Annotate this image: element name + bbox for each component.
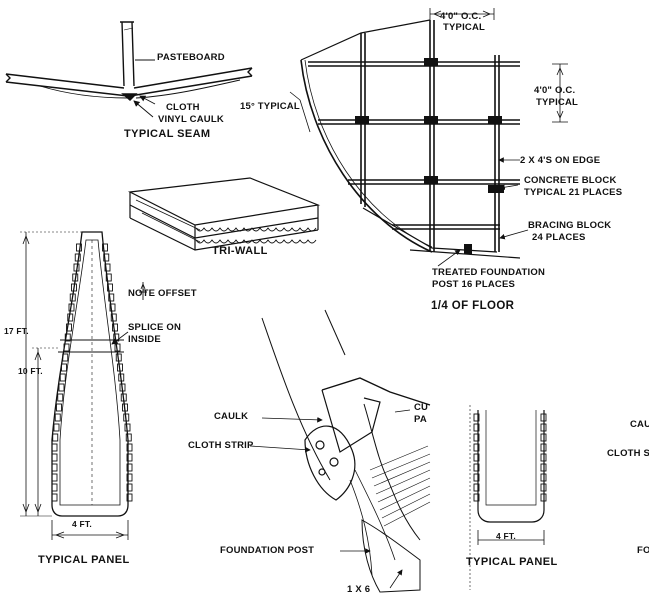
angle-label: 15° TYPICAL: [240, 101, 300, 112]
tri-wall-caption: TRI-WALL: [212, 245, 268, 257]
cut-label-line1: CU: [414, 402, 429, 413]
panel-copy-edge-teeth: [473, 413, 547, 502]
tri-wall-drawing: [127, 177, 321, 251]
panel-height-lower: 10 FT.: [18, 366, 43, 376]
oc-right-line2: TYPICAL: [536, 97, 579, 108]
splice-label-line2: INSIDE: [128, 334, 161, 345]
oc-top-line2: TYPICAL: [443, 22, 486, 33]
panel-edge-teeth: [51, 243, 133, 502]
bracing-block-line1: BRACING BLOCK: [528, 220, 612, 231]
concrete-block-line2: TYPICAL 21 PLACES: [524, 187, 623, 198]
concrete-blocks: [355, 58, 504, 254]
typical-seam-caption: TYPICAL SEAM: [124, 128, 211, 140]
foundation-detail-drawing: [249, 309, 431, 593]
panel-width-label: 4 FT.: [72, 519, 92, 529]
typical-seam-drawing: [5, 21, 253, 118]
lumber-label: 1 X 6: [347, 584, 371, 595]
quarter-floor-caption: 1/4 OF FLOOR: [431, 300, 515, 312]
treated-foundation-line2: POST 16 PLACES: [432, 279, 516, 290]
typical-panel-copy: [469, 405, 545, 590]
panel-height-total: 17 FT.: [4, 326, 29, 336]
quarter-floor-plan: [289, 8, 568, 267]
pasteboard-label: PASTEBOARD: [157, 52, 225, 63]
concrete-block-line1: CONCRETE BLOCK: [524, 175, 617, 186]
panel-copy-caption: TYPICAL PANEL: [466, 556, 558, 568]
detail-copy-caulk: CAU: [630, 419, 649, 430]
cloth-label: CLOTH: [166, 102, 200, 113]
detail-copy-cloth: CLOTH S: [607, 448, 649, 459]
splice-label-line1: SPLICE ON: [128, 322, 182, 333]
typical-panel-caption: TYPICAL PANEL: [38, 554, 130, 566]
cloth-strip-label: CLOTH STRIP: [188, 440, 254, 451]
vinyl-caulk-label: VINYL CAULK: [158, 114, 224, 125]
on-edge-label: 2 X 4'S ON EDGE: [520, 155, 601, 166]
cut-label-line2: PA: [414, 414, 427, 425]
typical-panel-drawing: [20, 231, 147, 540]
bracing-block-line2: 24 PLACES: [532, 232, 586, 243]
treated-foundation-line1: TREATED FOUNDATION: [432, 267, 546, 278]
oc-top-line1: 4'0" O.C.: [440, 11, 482, 22]
panel-copy-width-label: 4 FT.: [496, 531, 516, 541]
detail-copy-foundation: FO: [637, 545, 649, 556]
oc-right-line1: 4'0" O.C.: [534, 85, 576, 96]
note-offset-label: NOTE OFFSET: [128, 288, 197, 299]
caulk-label: CAULK: [214, 411, 249, 422]
foundation-post-label: FOUNDATION POST: [220, 545, 315, 556]
